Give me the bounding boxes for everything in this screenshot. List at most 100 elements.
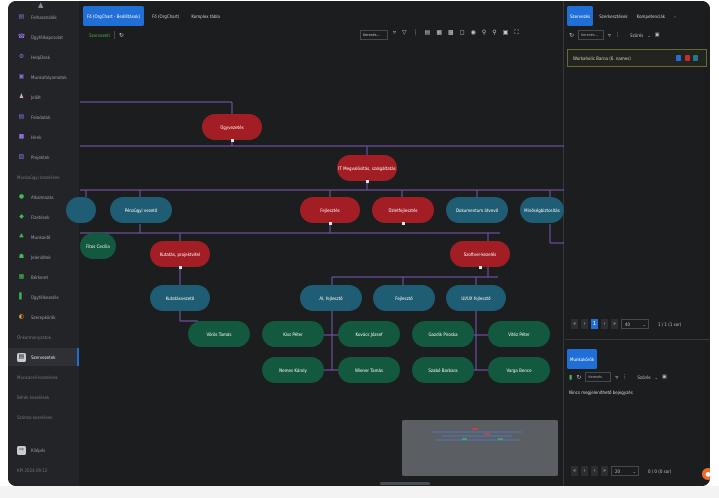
org-node[interactable]: Kovács József: [338, 321, 400, 347]
sidebar-section[interactable]: Munkaügyi kezelések: [17, 174, 60, 180]
horizontal-scrollbar[interactable]: [380, 482, 430, 485]
org-node[interactable]: Varga Bence: [488, 357, 550, 383]
org-node[interactable]: Minőségbiztosítás: [520, 197, 564, 223]
sidebar-item-workflow[interactable]: ▣Munkafolyamatok: [8, 68, 79, 86]
filter-icon[interactable]: ▿: [615, 373, 619, 381]
next-page-icon[interactable]: ›: [601, 319, 608, 329]
org-node[interactable]: UI/UX fejlesztő: [446, 285, 506, 311]
org-node[interactable]: Vörös Tamás: [188, 321, 250, 347]
refresh-icon[interactable]: ↻: [576, 373, 582, 381]
sidebar-section[interactable]: Bérek kezelések: [17, 394, 50, 400]
org-node-partial[interactable]: [66, 197, 96, 223]
tab-organization[interactable]: Szervezés: [567, 6, 594, 26]
chevron-down-icon[interactable]: ⌄: [647, 32, 651, 38]
org-node[interactable]: Kutatásvezető: [150, 285, 210, 311]
last-page-icon[interactable]: »: [601, 466, 608, 476]
filter-dropdown[interactable]: Szűrés: [637, 374, 651, 380]
zoom-out-icon[interactable]: ⚲: [481, 29, 487, 36]
sidebar-item-projects[interactable]: ▧Projektek: [8, 148, 79, 166]
tab-complex-table[interactable]: Komplex tábla: [191, 13, 220, 19]
sidebar-item-roles[interactable]: ◐Szerepkörök: [8, 308, 79, 326]
tab-competencies[interactable]: Kompetenciák: [636, 13, 666, 19]
filter-icon[interactable]: ▿: [608, 31, 612, 39]
sidebar-item-budget[interactable]: ▦Bérkeret: [8, 268, 79, 286]
section2-search-input[interactable]: Keresés: [585, 372, 612, 382]
prev-page-icon[interactable]: ‹: [581, 319, 588, 329]
filter-dropdown[interactable]: Szűrés: [630, 32, 644, 38]
minimap[interactable]: [402, 420, 558, 476]
right-search-input[interactable]: Keresés...: [578, 30, 605, 40]
sidebar-section[interactable]: Munkaerő-kezelések: [17, 374, 58, 380]
settings-icon[interactable]: ⋮: [615, 32, 621, 38]
sidebar-item-stats[interactable]: ▌Ügyfélkezelés: [8, 288, 79, 306]
add-icon[interactable]: ▣: [662, 374, 667, 380]
org-node[interactable]: Dokumentum átvevő: [446, 197, 508, 223]
page-size-select[interactable]: 20⌄: [611, 466, 639, 476]
filter-clear-icon[interactable]: ▽: [402, 29, 407, 36]
expand-handle[interactable]: [328, 222, 332, 225]
panel-divider[interactable]: [565, 339, 710, 340]
settings-icon[interactable]: ⋮: [622, 374, 628, 380]
sidebar-item-phone[interactable]: ☎Ügyfélkapcsolat: [8, 28, 79, 46]
org-node[interactable]: AI, fejlesztő: [300, 285, 362, 311]
list-item[interactable]: Workaholic Barna (6. names): [567, 49, 707, 67]
org-node[interactable]: Szoftver-kezelés: [450, 241, 510, 269]
page-1-button[interactable]: 1: [591, 319, 598, 329]
prev-page-icon[interactable]: ‹: [581, 466, 588, 476]
org-node[interactable]: Üzletfejlesztés: [372, 197, 434, 225]
expand-handle[interactable]: [401, 222, 405, 225]
sidebar-item-user[interactable]: ♟Jelölt: [8, 88, 79, 106]
first-page-icon[interactable]: «: [571, 319, 578, 329]
sidebar-item-help[interactable]: ⚙HelpDesk: [8, 48, 79, 66]
org-node[interactable]: Ügyvezetés: [202, 114, 262, 142]
first-page-icon[interactable]: «: [571, 466, 578, 476]
search-select[interactable]: Keresés...: [360, 30, 388, 40]
last-page-icon[interactable]: »: [611, 319, 618, 329]
print-icon[interactable]: ▤: [424, 29, 431, 36]
org-node[interactable]: IT Megvalósítás, szolgáltatás: [337, 155, 397, 183]
org-node[interactable]: Fejlesztő: [373, 285, 435, 311]
add-green-icon[interactable]: ▮: [569, 373, 573, 381]
expand-handle[interactable]: [478, 266, 482, 269]
sidebar-item-news[interactable]: ■Hírek: [8, 128, 79, 146]
sidebar-item-org[interactable]: ▤Szervezetek: [8, 348, 79, 366]
tab-orgchart[interactable]: Fő (OrgChart): [152, 13, 180, 19]
org-node[interactable]: Nemes Károly: [262, 357, 324, 383]
notification-icon[interactable]: ●: [702, 468, 710, 480]
sidebar-section[interactable]: Számla kezelések: [17, 414, 53, 420]
next-page-icon[interactable]: ›: [591, 466, 598, 476]
sidebar-item-logout[interactable]: ⇨Kilépés: [8, 441, 79, 459]
org-node[interactable]: Fejlesztés: [300, 197, 360, 225]
fullscreen-icon[interactable]: ⛶: [514, 29, 519, 36]
org-node[interactable]: Vitéz Péter: [488, 321, 550, 347]
org-node[interactable]: Kiss Péter: [262, 321, 324, 347]
org-node[interactable]: Pénzügyi vezető: [110, 197, 172, 223]
save-icon[interactable]: ▩: [447, 29, 454, 36]
sidebar-item-tasks[interactable]: ▤Feladatok: [8, 108, 79, 126]
org-node[interactable]: Gazdik Piroska: [412, 321, 474, 347]
paint-icon[interactable]: ◉: [470, 29, 476, 36]
sidebar-item-layers[interactable]: ◆Fizetések: [8, 208, 79, 226]
tab-positions[interactable]: Munkakörök: [567, 349, 598, 369]
org-node[interactable]: Kutatás, projektvitel: [150, 241, 210, 269]
refresh-icon[interactable]: ↻: [569, 31, 575, 39]
tab-orgchart-settings[interactable]: Fő (OrgChart - Beállítások): [83, 6, 145, 26]
page-size-select[interactable]: 40⌄: [621, 319, 649, 329]
chevron-right-icon[interactable]: ›: [674, 13, 676, 19]
zoom-in-icon[interactable]: ⚲: [492, 29, 497, 36]
export-icon[interactable]: ▦: [436, 29, 442, 36]
add-icon[interactable]: ▣: [654, 32, 660, 38]
refresh-icon[interactable]: ↻: [118, 31, 124, 39]
tab-edits[interactable]: Szerkesztések: [599, 13, 628, 19]
sidebar-item-circle[interactable]: ●Alkalmazás: [8, 188, 79, 206]
sidebar-item-chart[interactable]: ♣Munkaidő: [8, 228, 79, 246]
chevron-down-icon[interactable]: ⌄: [654, 374, 658, 380]
sidebar-item-team[interactable]: ☗Jelenlétek: [8, 248, 79, 266]
expand-handle[interactable]: [365, 180, 369, 183]
expand-icon[interactable]: ◻: [459, 29, 465, 36]
filter-icon[interactable]: ▿: [393, 29, 397, 36]
expand-handle[interactable]: [178, 266, 182, 269]
org-node[interactable]: Fitos Cecília: [80, 233, 116, 259]
sidebar-item-calendar[interactable]: ▤Felhasználók: [8, 8, 79, 26]
